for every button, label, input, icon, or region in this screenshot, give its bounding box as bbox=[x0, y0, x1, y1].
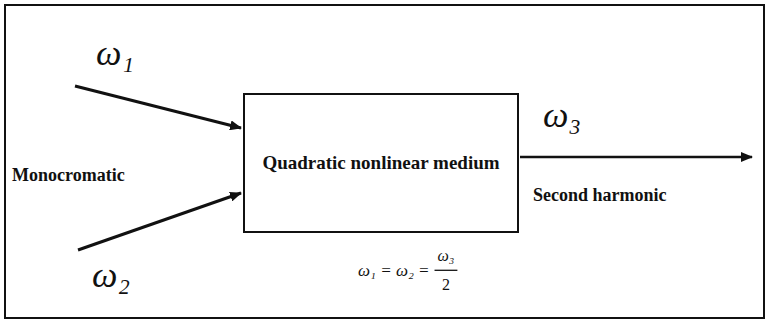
formula-part: ω₃ bbox=[438, 247, 455, 265]
input-arrow bbox=[75, 86, 241, 128]
medium-box: Quadratic nonlinear medium bbox=[243, 93, 519, 233]
fraction-bar bbox=[435, 270, 458, 271]
frequency-label: ω₃ bbox=[543, 96, 581, 136]
frequency-label: ω₂ bbox=[92, 256, 130, 296]
frequency-label: ω₁ bbox=[96, 34, 134, 74]
output-arrow bbox=[520, 156, 752, 159]
outer-frame bbox=[5, 5, 764, 318]
wave-label: Second harmonic bbox=[533, 186, 667, 206]
wave-label: Monocromatic bbox=[12, 166, 125, 186]
formula-part: 2 bbox=[442, 276, 450, 294]
input-arrow bbox=[78, 193, 241, 250]
formula-part: ω₁ = ω₂ = bbox=[358, 262, 430, 281]
box-text: Quadratic nonlinear medium bbox=[248, 142, 513, 184]
